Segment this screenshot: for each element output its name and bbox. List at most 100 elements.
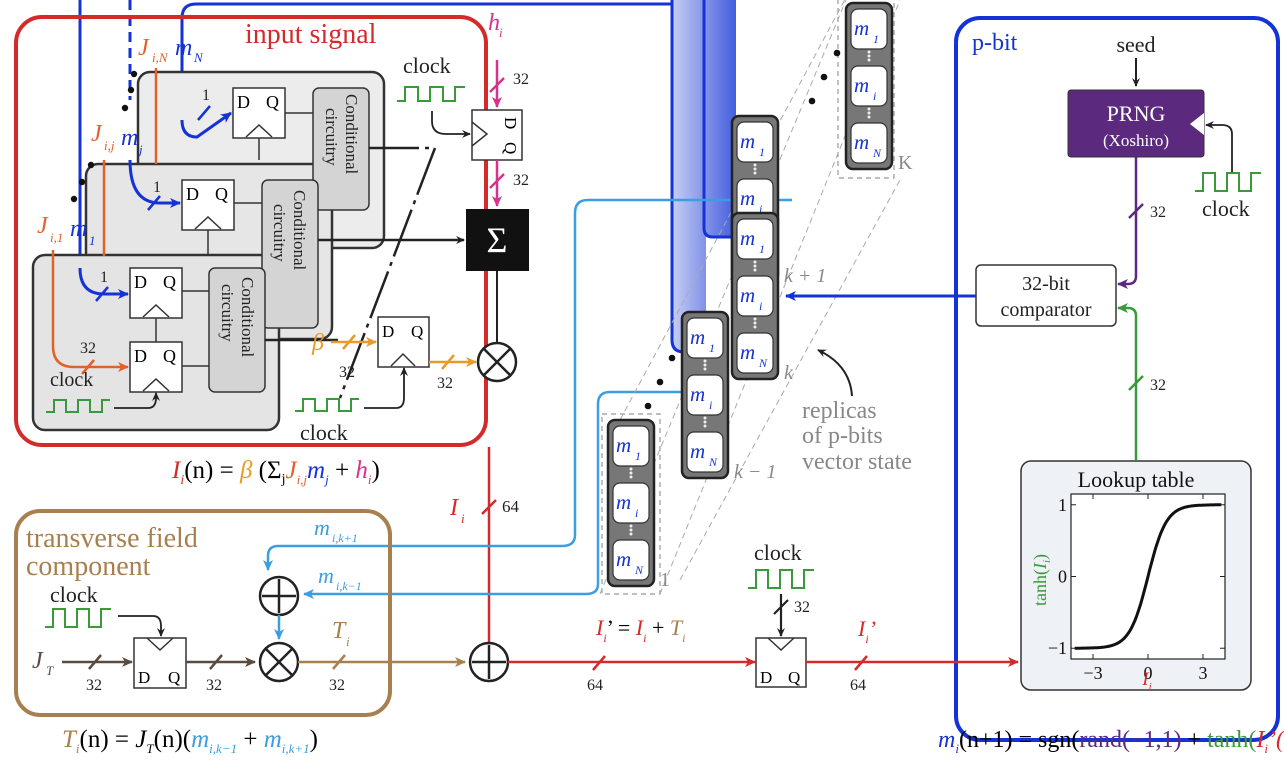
svg-text:β: β	[311, 330, 324, 356]
svg-text:i: i	[499, 25, 503, 40]
svg-text:N: N	[634, 563, 644, 577]
p-bit-panel: p-bit seed PRNG (Xoshiro) clock 32 32-bi…	[954, 16, 1280, 742]
clock-wave-icon	[46, 399, 110, 413]
clock-wave-icon	[45, 608, 111, 628]
svg-text:i,1: i,1	[50, 230, 63, 245]
svg-text:T: T	[46, 663, 54, 678]
Ii-signal: I i 64	[449, 447, 520, 669]
svg-text:m: m	[740, 226, 755, 250]
svg-text:1: 1	[635, 449, 641, 463]
ellipsis-dot	[668, 354, 676, 362]
svg-text:m: m	[854, 73, 869, 97]
svg-text:circuitry: circuitry	[322, 108, 341, 166]
svg-text:64: 64	[587, 677, 603, 694]
svg-text:32-bit: 32-bit	[1022, 273, 1070, 295]
x-tick-label: 0	[1144, 663, 1153, 683]
svg-text:m: m	[740, 186, 755, 210]
clock-wave-icon	[1195, 172, 1261, 192]
svg-text:D: D	[501, 117, 520, 129]
replica-feedback-band	[670, 0, 736, 354]
replicas-caption: replicas of p-bits vector state	[802, 349, 912, 475]
input-signal-title: input signal	[245, 19, 377, 50]
svg-text:Q: Q	[163, 346, 176, 366]
svg-text:32: 32	[794, 599, 810, 616]
svg-text:D: D	[760, 668, 772, 687]
svg-text:m: m	[616, 433, 631, 457]
svg-text:transverse field: transverse field	[26, 523, 198, 554]
label-Ji1: J i,1 m 1	[37, 213, 96, 248]
input-signal-panel: input signal D Q Conditional circuitry 1…	[14, 10, 529, 447]
m-ik-plus-1-wire	[263, 198, 792, 571]
svg-text:N: N	[758, 356, 768, 370]
svg-text:64: 64	[502, 497, 520, 516]
svg-text:J: J	[138, 35, 150, 61]
ellipsis-dot	[656, 378, 664, 386]
svg-text:i,k−1: i,k−1	[336, 579, 362, 593]
svg-text:i,N: i,N	[152, 50, 169, 65]
svg-text:m: m	[854, 16, 869, 40]
x-tick-label: −3	[1083, 663, 1102, 683]
svg-text:D: D	[382, 322, 394, 341]
replica-frame-K	[837, 0, 895, 179]
svg-text:32: 32	[437, 375, 453, 392]
replica-index-label: k − 1	[734, 461, 776, 483]
svg-text:i: i	[346, 634, 350, 649]
replica-index-label: k + 1	[784, 265, 826, 287]
adder-icon	[468, 641, 510, 683]
svg-text:N: N	[193, 50, 204, 65]
svg-text:1: 1	[153, 179, 161, 196]
clock-label: clock	[754, 540, 802, 565]
transverse-field-panel: transverse field component clock J T 32 …	[14, 509, 466, 717]
svg-text:circuitry: circuitry	[270, 204, 289, 262]
svg-text:Ii’: Ii’	[857, 616, 876, 646]
svg-text:h: h	[488, 10, 500, 36]
clock-label: clock	[1202, 196, 1250, 221]
svg-text:m: m	[740, 340, 755, 364]
ellipsis-dot	[833, 49, 841, 57]
clock-label: clock	[403, 53, 451, 78]
svg-text:i,k+1: i,k+1	[332, 531, 358, 545]
svg-text:(Xoshiro): (Xoshiro)	[1103, 131, 1169, 150]
svg-text:32: 32	[329, 677, 345, 694]
svg-text:m: m	[740, 283, 755, 307]
svg-text:Conditional: Conditional	[290, 190, 309, 271]
sum-block	[466, 209, 529, 271]
label-Jij: J i,j m j	[91, 121, 143, 157]
svg-text:N: N	[872, 146, 882, 160]
sigma-icon: Σ	[487, 220, 508, 260]
svg-text:Q: Q	[501, 142, 520, 154]
ellipsis-dot	[820, 73, 828, 81]
svg-text:m: m	[616, 490, 631, 514]
transverse-equation: Ti(n) = JT(n)(mi,k−1 + mi,k+1)	[62, 726, 318, 756]
x-tick-label: 3	[1199, 663, 1208, 683]
svg-text:i: i	[635, 506, 638, 520]
svg-text:i,j: i,j	[104, 138, 115, 153]
svg-text:1: 1	[100, 269, 108, 286]
svg-text:Ti(n) = JT(n)(mi,k−1 + mi,k+1): Ti(n) = JT(n)(mi,k−1 + mi,k+1)	[62, 726, 318, 756]
svg-text:32: 32	[513, 71, 529, 88]
svg-text:replicas: replicas	[802, 398, 877, 424]
svg-text:Q: Q	[168, 668, 180, 687]
y-tick-label: −1	[1048, 638, 1067, 658]
svg-text:Conditional: Conditional	[238, 277, 257, 358]
clock-wave-icon	[748, 569, 814, 589]
lut-xlabel: Ii	[1141, 669, 1151, 693]
svg-text:Ii’ = Ii + Ti: Ii’ = Ii + Ti	[595, 615, 685, 645]
replica-frame-1	[601, 413, 661, 595]
svg-text:Q: Q	[411, 322, 423, 341]
svg-text:i: i	[873, 89, 876, 103]
svg-text:j: j	[137, 142, 143, 157]
svg-text:32: 32	[1150, 377, 1166, 394]
replica-index-label: k	[784, 362, 794, 384]
